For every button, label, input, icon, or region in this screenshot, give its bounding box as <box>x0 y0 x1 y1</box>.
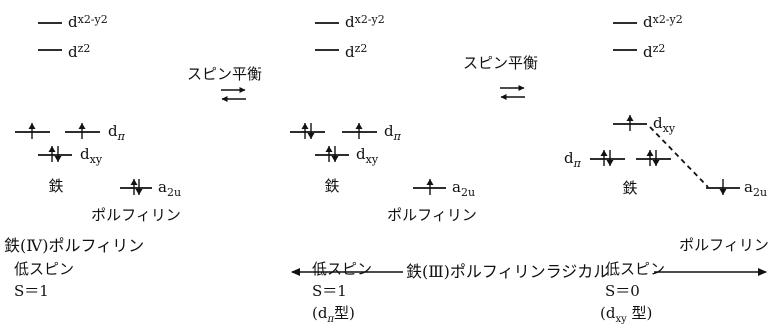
spin-up-arrowhead <box>355 123 363 129</box>
label-dx2y2: dx2-y2 <box>643 13 683 31</box>
label-porphyrin: ポルフィリン <box>91 206 181 224</box>
label-dpi: dπ <box>384 122 402 143</box>
label-porphyrin: ポルフィリン <box>387 206 477 224</box>
spin-value: S＝1 <box>14 282 49 300</box>
label-dx2y2: dx2-y2 <box>68 13 108 31</box>
spin-up-arrowhead <box>48 146 56 152</box>
correlation-line <box>649 126 709 188</box>
label-dz2: dz2 <box>68 42 90 61</box>
panel-title: 鉄(Ⅳ)ポルフィリン <box>4 236 144 255</box>
spin-up-arrowhead <box>325 146 333 152</box>
spin-up-arrowhead <box>28 123 36 129</box>
spin-down-arrowhead <box>652 160 660 166</box>
label-a2u: a2u <box>744 178 767 199</box>
equilibrium-label: スピン平衡 <box>463 54 538 72</box>
label-iron: 鉄 <box>622 179 637 197</box>
spin-down-arrowhead <box>54 156 62 162</box>
spin-up-arrowhead <box>78 123 86 129</box>
equilibrium-label: スピン平衡 <box>187 65 262 83</box>
label-iron: 鉄 <box>48 177 63 195</box>
spin-down-arrowhead <box>719 189 727 195</box>
label-a2u: a2u <box>452 178 475 199</box>
label-iron: 鉄 <box>324 177 339 195</box>
spin-up-arrowhead <box>301 123 309 129</box>
panel-iron-iv: dx2-y2 dz2 dπ dxy 鉄 a2u ポルフィリン 鉄(Ⅳ)ポルフィリ… <box>4 13 181 300</box>
spin-value: S＝0 <box>605 282 640 300</box>
spin-value: S＝1 <box>312 282 347 300</box>
label-dpi: dπ <box>564 149 582 170</box>
label-porphyrin: ポルフィリン <box>679 236 769 254</box>
spin-state: 低スピン <box>14 260 74 278</box>
spin-up-arrowhead <box>130 179 138 185</box>
label-a2u: a2u <box>158 178 181 199</box>
spin-down-arrowhead <box>135 189 143 195</box>
spin-state: 低スピン <box>605 260 665 278</box>
spin-down-arrowhead <box>606 160 614 166</box>
spin-up-arrowhead <box>646 150 654 156</box>
label-dz2: dz2 <box>643 42 665 61</box>
label-dx2y2: dx2-y2 <box>345 13 385 31</box>
label-dpi: dπ <box>108 122 126 143</box>
spin-down-arrowhead <box>307 133 315 139</box>
type-label: (dπ型) <box>312 304 355 325</box>
label-dxy: dxy <box>356 145 379 166</box>
radical-span: 鉄(Ⅲ)ポルフィリンラジカル <box>291 262 767 281</box>
spin-up-arrowhead <box>426 179 434 185</box>
equilibrium-1: スピン平衡 <box>187 65 262 102</box>
radical-label: 鉄(Ⅲ)ポルフィリンラジカル <box>406 262 609 281</box>
panel-dpi-type: dx2-y2 dz2 dπ dxy 鉄 a2u ポルフィリン 低スピン S＝1 … <box>290 13 477 325</box>
panel-dxy-type: dx2-y2 dz2 dxy dπ 鉄 a2u ポルフィリン 低スピン S＝0 … <box>564 13 769 325</box>
spin-up-arrowhead <box>600 150 608 156</box>
spin-down-arrowhead <box>331 156 339 162</box>
label-dxy: dxy <box>80 145 103 166</box>
spin-up-arrowhead <box>626 115 634 121</box>
equilibrium-2: スピン平衡 <box>463 54 538 100</box>
electron-spins <box>28 115 727 195</box>
label-dz2: dz2 <box>345 42 367 61</box>
spin-state: 低スピン <box>312 260 372 278</box>
label-dxy: dxy <box>653 114 676 135</box>
type-label: (dxy 型) <box>600 304 652 325</box>
